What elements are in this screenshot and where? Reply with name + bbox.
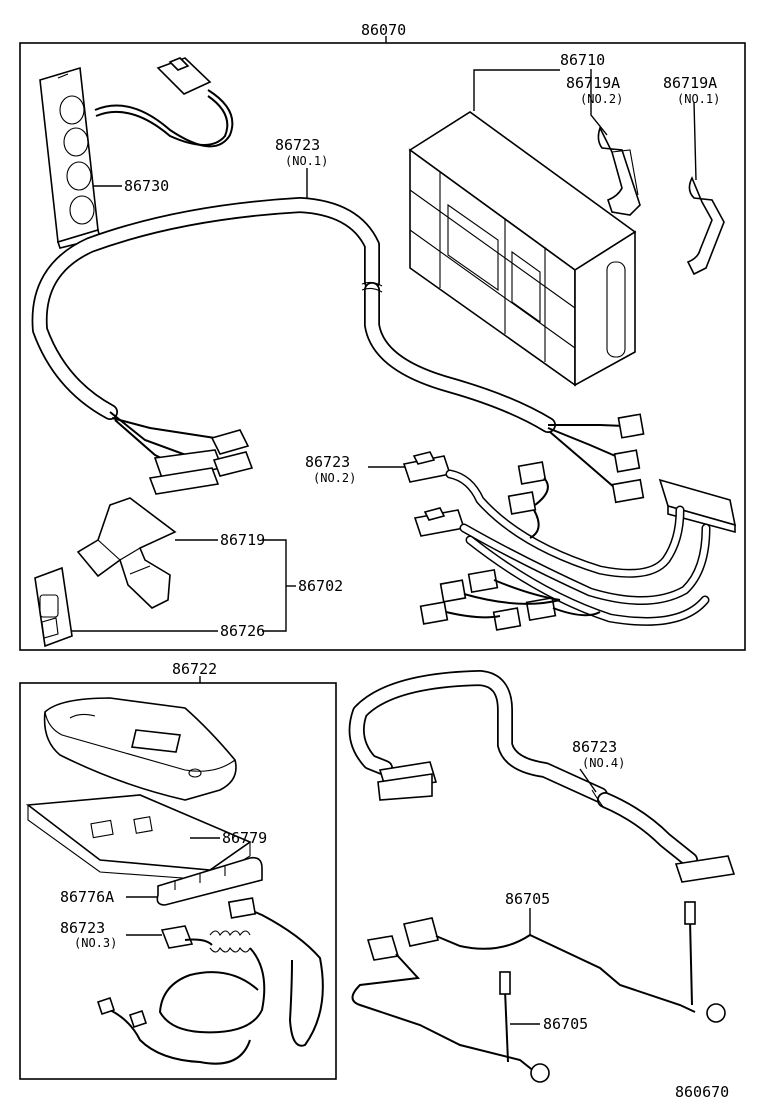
- label-86723-no3: 86723: [60, 919, 105, 937]
- wire-harness-86723-no4: [348, 670, 736, 883]
- part-86776a: [126, 856, 263, 906]
- label-86730: 86730: [124, 177, 169, 195]
- label-86705-upper: 86705: [505, 890, 550, 908]
- switch-panel-86730: [39, 66, 101, 249]
- assembly-86722-frame: [19, 682, 337, 1080]
- label-86723-no2: 86723: [305, 453, 350, 471]
- console-86722: [43, 697, 237, 801]
- label-86719a-no2-sub: (NO.2): [580, 92, 623, 106]
- label-86710: 86710: [560, 51, 605, 69]
- bracket-86719: [76, 497, 177, 609]
- assembly-86070-frame: [19, 42, 746, 651]
- label-86070: 86070: [361, 21, 406, 39]
- label-86719a-no2: 86719A: [566, 74, 620, 92]
- label-86719a-no1: 86719A: [663, 74, 717, 92]
- switch-panel-lead: [94, 57, 234, 148]
- label-86723-no4-sub: (NO.4): [582, 756, 625, 770]
- wire-harness-86723-no3: [96, 897, 324, 1065]
- label-86779: 86779: [222, 829, 267, 847]
- label-86776a: 86776A: [60, 888, 114, 906]
- cover-86726: [34, 566, 73, 648]
- label-86722: 86722: [172, 660, 217, 678]
- label-86723-no1: 86723: [275, 136, 320, 154]
- label-86719: 86719: [220, 531, 265, 549]
- wire-harness-86723-no2: [402, 451, 737, 631]
- cord-86705: [351, 901, 726, 1083]
- label-86719a-no1-sub: (NO.1): [677, 92, 720, 106]
- bracket-86719a-no1: [686, 176, 725, 276]
- figure-number: 860670: [675, 1083, 729, 1101]
- control-unit-86710: [408, 111, 637, 387]
- label-86726: 86726: [220, 622, 265, 640]
- label-86705-lower: 86705: [543, 1015, 588, 1033]
- label-86723-no4: 86723: [572, 738, 617, 756]
- label-86702: 86702: [298, 577, 343, 595]
- wire-harness-86723-no1: [31, 197, 645, 504]
- bracket-86719a-no2: [597, 125, 641, 216]
- label-86723-no1-sub: (NO.1): [285, 154, 328, 168]
- tray-86779: [25, 794, 252, 881]
- label-86723-no3-sub: (NO.3): [74, 936, 117, 950]
- label-86723-no2-sub: (NO.2): [313, 471, 356, 485]
